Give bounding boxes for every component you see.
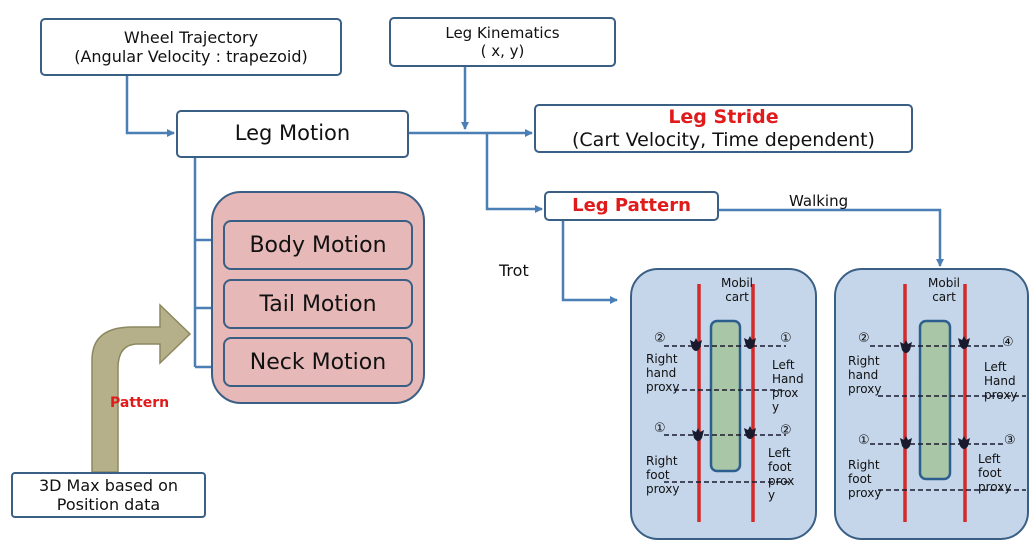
trot-right-foot-label: Right foot proxy — [646, 454, 680, 496]
pattern-label: Pattern — [110, 395, 170, 411]
3d-max-line2: Position data — [56, 495, 161, 514]
walk-right-foot-label: Right foot proxy — [848, 458, 882, 500]
leg-motion-label: Leg Motion — [234, 121, 351, 146]
neck-motion-label: Neck Motion — [249, 349, 387, 375]
walk-num-tl: ② — [858, 331, 870, 346]
walking-label: Walking — [789, 192, 849, 210]
walk-cart-label: Mobil cart — [928, 276, 960, 304]
3d-max-line1: 3D Max based on — [38, 475, 179, 495]
trot-label: Trot — [499, 261, 529, 280]
body-motion-label: Body Motion — [249, 232, 387, 258]
walk-num-bl: ① — [858, 433, 870, 448]
wheel-trajectory-title: Wheel Trajectory — [123, 27, 259, 47]
walk-right-hand-label: Right hand proxy — [848, 354, 882, 396]
trot-cart-label: Mobil cart — [721, 276, 753, 304]
leg-pattern-label: Leg Pattern — [572, 195, 691, 217]
walk-left-hand-label: Left Hand proxy — [984, 360, 1018, 402]
paw-icon — [690, 338, 702, 351]
wheel-to-legmotion-arrow — [125, 76, 175, 137]
branch-to-pattern-arrow — [485, 133, 543, 213]
walk-num-tr: ④ — [1002, 335, 1014, 350]
leg-pattern-box: Leg Pattern — [544, 191, 719, 221]
trot-num-tr: ① — [780, 331, 792, 346]
wheel-trajectory-box: Wheel Trajectory (Angular Velocity : tra… — [40, 18, 342, 76]
trot-num-bl: ① — [654, 421, 666, 436]
trot-num-br: ② — [780, 423, 792, 438]
paw-icon — [900, 340, 912, 353]
tail-motion-label: Tail Motion — [259, 291, 377, 317]
paw-icon — [744, 426, 756, 439]
leg-kinematics-subtitle: ( x, y) — [480, 42, 525, 60]
pattern-curved-arrow — [91, 303, 192, 473]
paw-icon — [900, 436, 912, 449]
trot-panel: Mobil cart ② ① ① ② Right hand proxy Left… — [630, 268, 817, 540]
trot-right-hand-label: Right hand proxy — [646, 352, 680, 394]
leg-stride-box: Leg Stride (Cart Velocity, Time dependen… — [534, 104, 913, 153]
leg-stride-subtitle: (Cart Velocity, Time dependent) — [572, 128, 875, 151]
trot-panel-graphics — [664, 284, 789, 522]
leg-stride-title: Leg Stride — [668, 105, 779, 128]
paw-icon — [958, 436, 970, 449]
walk-left-foot-label: Left foot proxy — [978, 452, 1012, 494]
leg-kinematics-title: Leg Kinematics — [445, 24, 560, 42]
wheel-trajectory-subtitle: (Angular Velocity : trapezoid) — [74, 47, 308, 66]
walking-panel-graphics — [870, 284, 1026, 522]
paw-icon — [744, 336, 756, 349]
body-motion-box: Body Motion — [223, 220, 413, 270]
tail-motion-box: Tail Motion — [223, 279, 413, 329]
paw-icon — [692, 428, 704, 441]
leg-kinematics-box: Leg Kinematics ( x, y) — [389, 17, 616, 67]
trot-left-foot-label: Left foot prox y — [768, 446, 795, 502]
trot-num-tl: ② — [654, 331, 666, 346]
leg-motion-box: Leg Motion — [176, 110, 409, 158]
walking-panel: Mobil cart ② ④ ① ③ Right hand proxy Left… — [834, 268, 1029, 540]
neck-motion-box: Neck Motion — [223, 337, 413, 387]
walk-num-br: ③ — [1004, 433, 1016, 448]
walking-arrow — [719, 208, 944, 267]
trot-arrow — [561, 220, 618, 304]
paw-icon — [958, 336, 970, 349]
3d-max-box: 3D Max based on Position data — [11, 472, 206, 518]
trot-left-hand-label: Left Hand prox y — [772, 358, 804, 414]
